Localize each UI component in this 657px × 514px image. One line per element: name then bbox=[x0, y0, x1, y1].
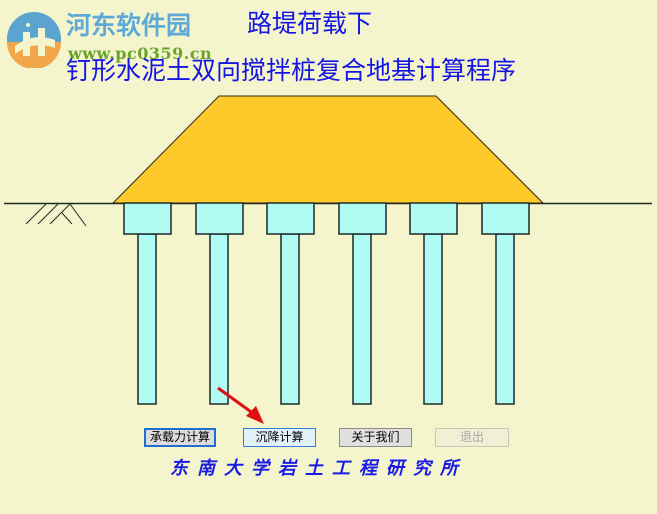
institute-label: 东南大学岩土工程研究所 bbox=[170, 458, 467, 479]
page-title-line1: 路堤荷载下 bbox=[247, 9, 373, 38]
watermark-name: 河东软件园 bbox=[66, 11, 192, 40]
exit-button[interactable]: 退出 bbox=[435, 428, 509, 447]
page-title-line2: 钉形水泥土双向搅拌桩复合地基计算程序 bbox=[66, 56, 517, 85]
watermark-url: www.pc0359.cn bbox=[68, 44, 213, 63]
watermark-logo-icon bbox=[5, 10, 63, 69]
pile-3 bbox=[266, 202, 315, 405]
embankment-shape bbox=[111, 95, 545, 204]
bearing-capacity-button[interactable]: 承载力计算 bbox=[144, 428, 216, 447]
settlement-button[interactable]: 沉降计算 bbox=[243, 428, 316, 447]
about-us-button[interactable]: 关于我们 bbox=[339, 428, 412, 447]
red-arrow-icon bbox=[217, 386, 264, 424]
pile-5 bbox=[409, 202, 458, 405]
soil-hatch-icon bbox=[25, 203, 87, 227]
pile-4 bbox=[338, 202, 387, 405]
pile-2 bbox=[195, 202, 244, 405]
pile-6 bbox=[481, 202, 530, 405]
pile-1 bbox=[123, 202, 172, 405]
